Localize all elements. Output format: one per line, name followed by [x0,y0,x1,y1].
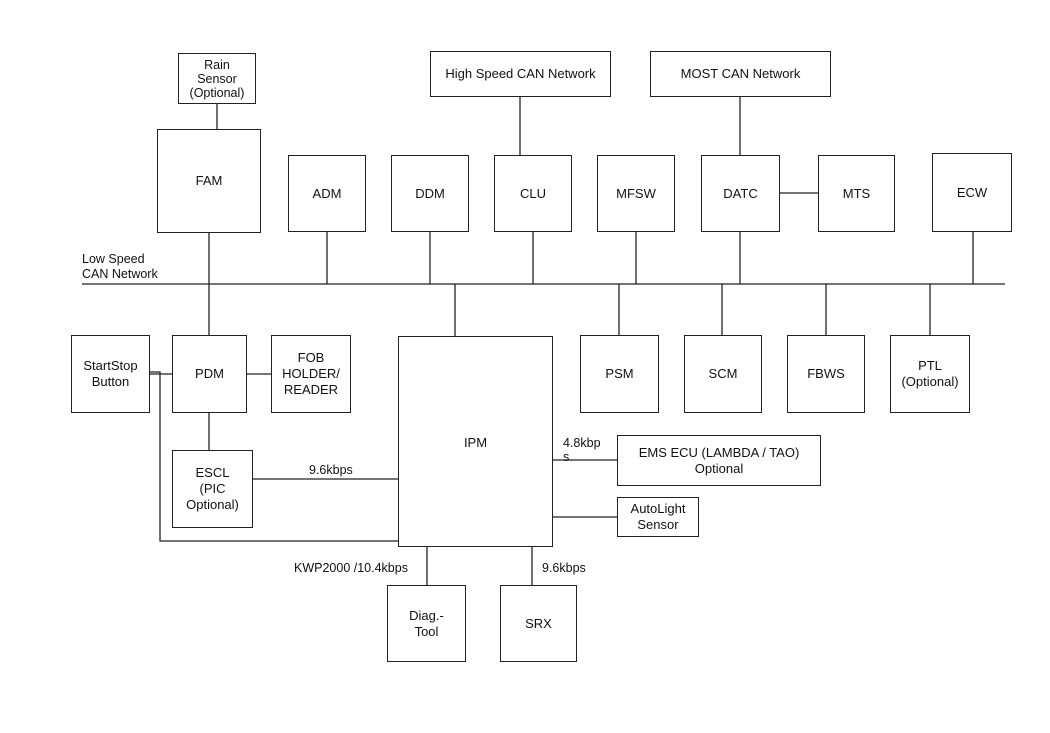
escl-rate-label: 9.6kbps [309,463,353,477]
mfsw-node: MFSW [597,155,675,232]
escl-node: ESCL (PIC Optional) [172,450,253,528]
psm-node: PSM [580,335,659,413]
scm-node: SCM [684,335,762,413]
ipm-node: IPM [398,336,553,547]
diag-tool-node: Diag.- Tool [387,585,466,662]
rain-sensor-node: Rain Sensor (Optional) [178,53,256,104]
low-speed-can-label: Low Speed CAN Network [82,252,158,281]
startstop-button-node: StartStop Button [71,335,150,413]
fam-node: FAM [157,129,261,233]
srx-node: SRX [500,585,577,662]
ecw-node: ECW [932,153,1012,232]
mts-node: MTS [818,155,895,232]
srx-rate-label: 9.6kbps [542,561,586,575]
clu-node: CLU [494,155,572,232]
ddm-node: DDM [391,155,469,232]
kwp-rate-label: KWP2000 /10.4kbps [294,561,408,575]
adm-node: ADM [288,155,366,232]
ptl-node: PTL (Optional) [890,335,970,413]
pdm-node: PDM [172,335,247,413]
high-speed-can-node: High Speed CAN Network [430,51,611,97]
ems-rate-label: 4.8kbp s [563,436,601,464]
ems-ecu-node: EMS ECU (LAMBDA / TAO) Optional [617,435,821,486]
autolight-sensor-node: AutoLight Sensor [617,497,699,537]
most-can-node: MOST CAN Network [650,51,831,97]
fob-holder-node: FOB HOLDER/ READER [271,335,351,413]
fbws-node: FBWS [787,335,865,413]
datc-node: DATC [701,155,780,232]
